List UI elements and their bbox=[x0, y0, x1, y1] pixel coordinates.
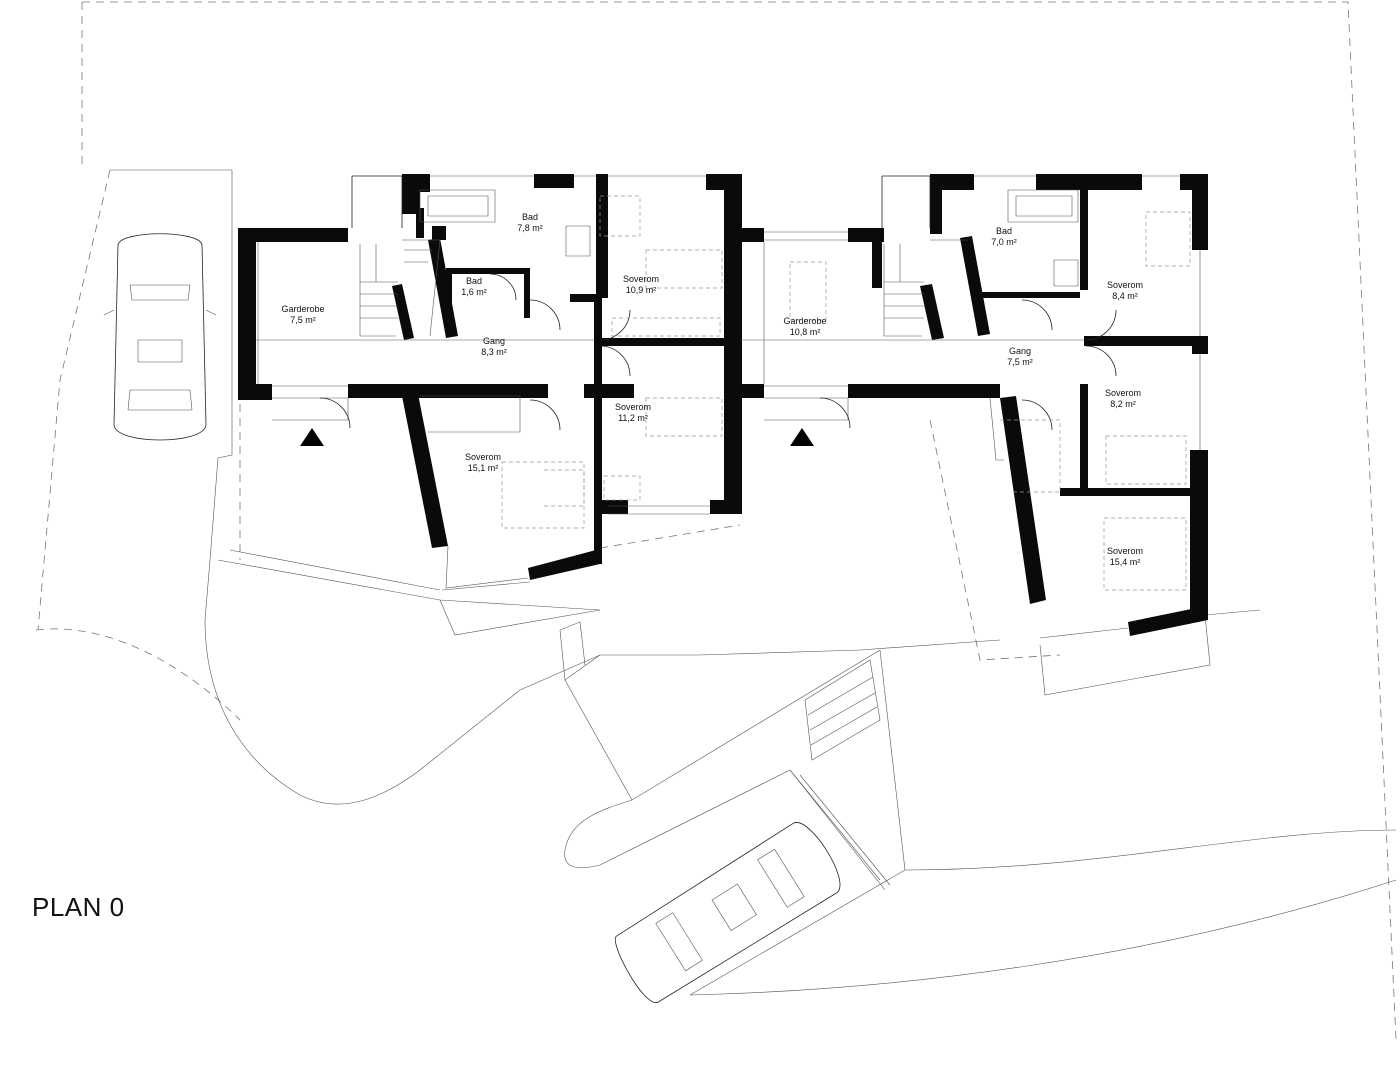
room-name: Gang bbox=[482, 336, 506, 346]
room-name: Soverom bbox=[1106, 280, 1143, 290]
room-area: 8,4 m² bbox=[1112, 291, 1138, 301]
car-bottom-right bbox=[614, 822, 841, 1003]
room-gang-2: Gang 7,5 m² bbox=[1000, 346, 1040, 368]
room-area: 10,8 m² bbox=[789, 327, 821, 337]
room-name: Gang bbox=[1008, 346, 1032, 356]
room-area: 15,1 m² bbox=[467, 463, 499, 473]
room-name: Bad bbox=[465, 276, 482, 286]
room-name: Soverom bbox=[1106, 546, 1143, 556]
room-garderobe-1: Garderobe 7,5 m² bbox=[276, 304, 330, 326]
room-area: 15,4 m² bbox=[1109, 557, 1141, 567]
room-name: Bad bbox=[995, 226, 1012, 236]
right-house-details bbox=[740, 175, 1201, 639]
room-name: Bad bbox=[521, 212, 538, 222]
left-house-walls bbox=[238, 174, 742, 580]
room-area: 7,5 m² bbox=[290, 315, 316, 325]
site-terrain bbox=[110, 169, 1397, 996]
room-garderobe-2: Garderobe 10,8 m² bbox=[778, 316, 832, 338]
room-area: 10,9 m² bbox=[625, 285, 657, 295]
room-soverom-5: Soverom 8,2 m² bbox=[1100, 388, 1146, 410]
room-area: 8,3 m² bbox=[481, 347, 507, 357]
car-top-left bbox=[103, 233, 217, 441]
room-name: Soverom bbox=[464, 452, 501, 462]
room-soverom-6: Soverom 15,4 m² bbox=[1102, 546, 1148, 568]
site-boundary bbox=[35, 1, 1397, 1041]
room-area: 7,8 m² bbox=[517, 223, 543, 233]
room-soverom-3: Soverom 15,1 m² bbox=[460, 452, 506, 474]
entrance-marker-left bbox=[300, 428, 324, 446]
room-name: Soverom bbox=[1104, 388, 1141, 398]
room-name: Garderobe bbox=[783, 316, 827, 326]
room-name: Soverom bbox=[614, 402, 651, 412]
room-soverom-4: Soverom 8,4 m² bbox=[1102, 280, 1148, 302]
room-gang-1: Gang 8,3 m² bbox=[474, 336, 514, 358]
room-bad-1: Bad 7,8 m² bbox=[512, 212, 548, 234]
room-area: 7,5 m² bbox=[1007, 357, 1033, 367]
room-bad-2: Bad 1,6 m² bbox=[456, 276, 492, 298]
entrance-marker-right bbox=[790, 428, 814, 446]
right-house-walls bbox=[740, 174, 1208, 636]
room-area: 8,2 m² bbox=[1110, 399, 1136, 409]
room-area: 11,2 m² bbox=[618, 413, 648, 423]
room-soverom-1: Soverom 10,9 m² bbox=[618, 274, 664, 296]
room-bad-3: Bad 7,0 m² bbox=[986, 226, 1022, 248]
room-name: Soverom bbox=[622, 274, 659, 284]
room-name: Garderobe bbox=[281, 304, 325, 314]
room-area: 1,6 m² bbox=[461, 287, 487, 297]
plan-title: PLAN 0 bbox=[32, 892, 125, 922]
room-soverom-2: Soverom 11,2 m² bbox=[610, 402, 656, 424]
room-area: 7,0 m² bbox=[991, 237, 1017, 247]
left-house-details bbox=[256, 175, 723, 591]
